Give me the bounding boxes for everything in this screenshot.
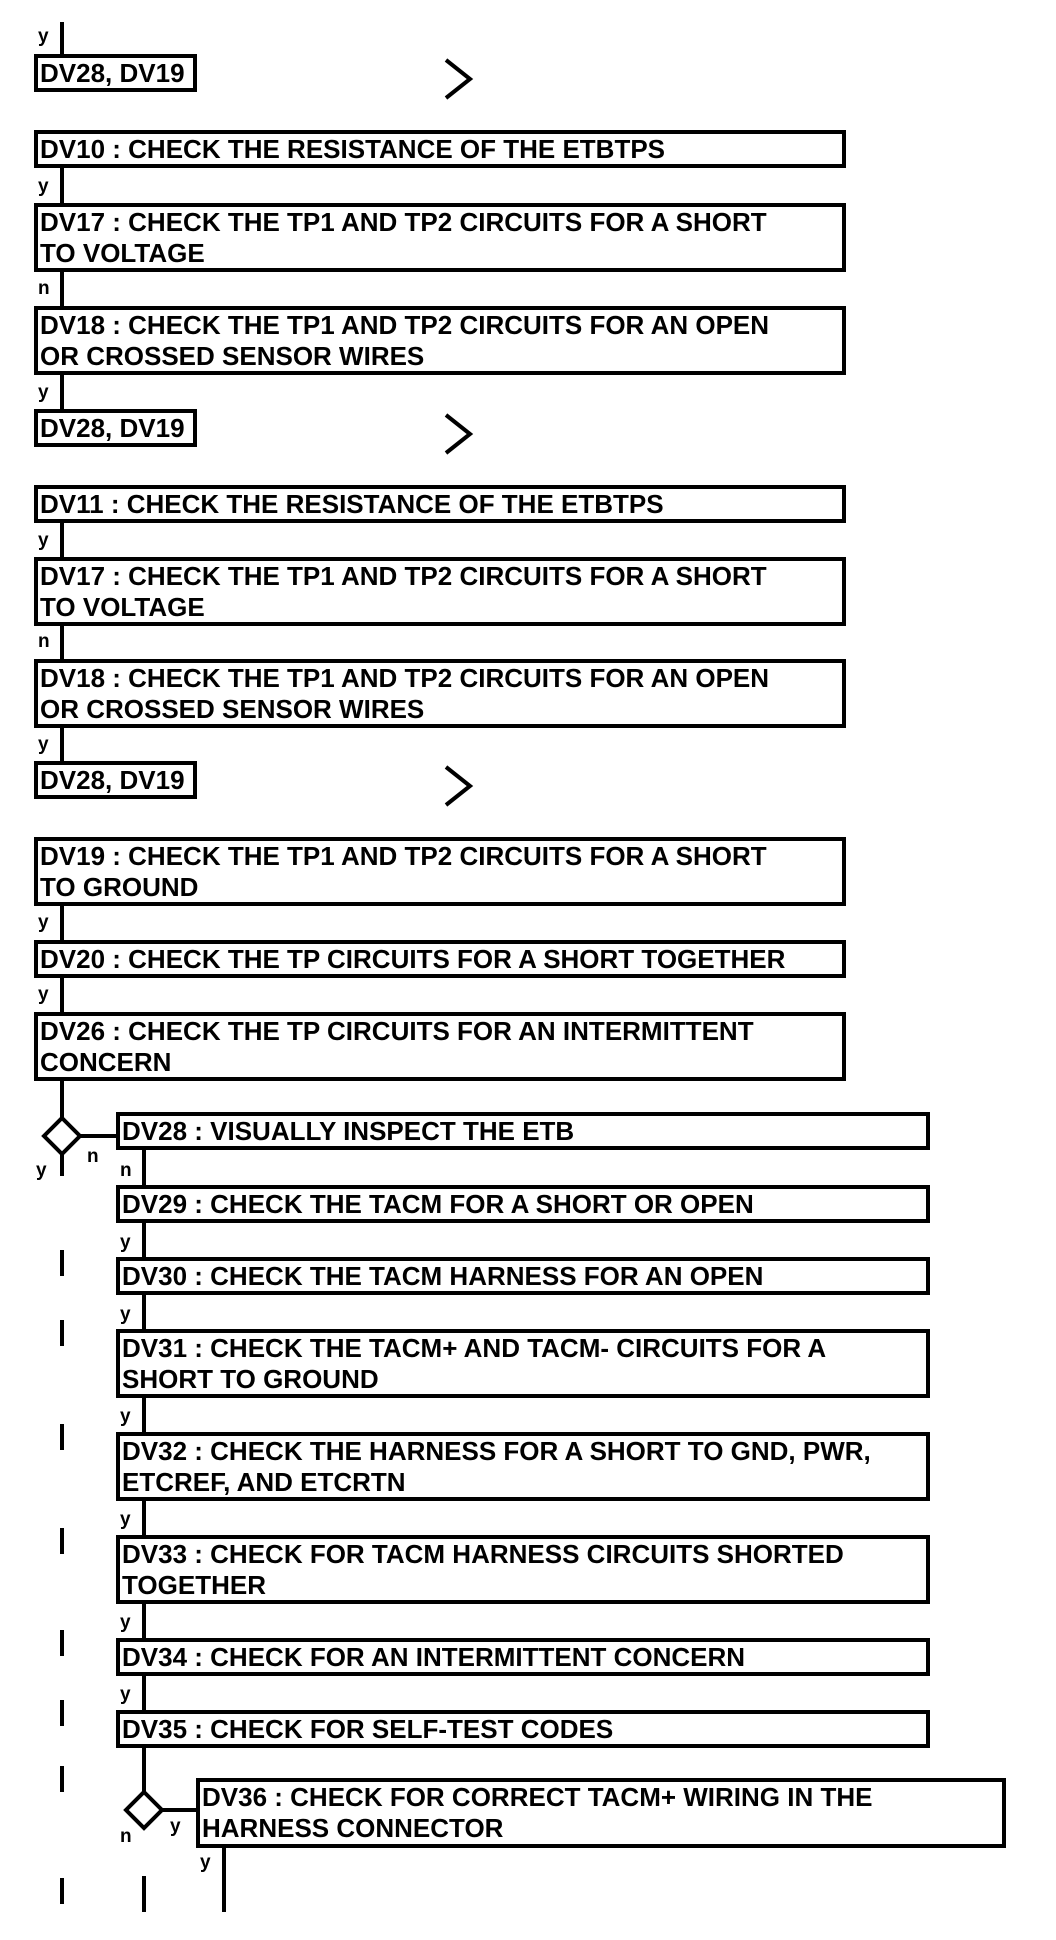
decision-diamond-d1 [41, 1115, 83, 1157]
branch-label-bottom: y [200, 1852, 211, 1873]
step-text-dv35: DV35 : CHECK FOR SELF-TEST CODES [122, 1714, 613, 1744]
chevron-icon [444, 58, 474, 100]
branch-label-dv20: y [38, 912, 49, 933]
step-box-dv32 [116, 1432, 930, 1501]
step-text-dv31: DV31 : CHECK THE TACM+ AND TACM- CIRCUIT… [122, 1333, 826, 1363]
reference-box-ref2 [34, 409, 197, 447]
step-text-dv17b: DV17 : CHECK THE TP1 AND TP2 CIRCUITS FO… [40, 561, 767, 591]
step-box-dv19 [34, 837, 846, 906]
branch-label-dv30: y [120, 1232, 131, 1253]
step-box-dv17a [34, 203, 846, 272]
step-box-dv28 [116, 1112, 930, 1150]
decision-d1-left-label: y [36, 1160, 47, 1181]
step-text-dv31-line2: SHORT TO GROUND [122, 1364, 379, 1394]
step-box-dv10 [34, 130, 846, 168]
decision-d2-left-label: n [120, 1826, 132, 1847]
branch-label-dv18b: n [38, 631, 50, 652]
step-text-dv28: DV28 : VISUALLY INSPECT THE ETB [122, 1116, 574, 1146]
step-box-dv17b [34, 557, 846, 626]
step-box-dv18a [34, 306, 846, 375]
step-text-dv33: DV33 : CHECK FOR TACM HARNESS CIRCUITS S… [122, 1539, 844, 1569]
step-box-dv36 [196, 1778, 1006, 1848]
decision-d1-right-label: n [87, 1146, 99, 1167]
step-text-dv10: DV10 : CHECK THE RESISTANCE OF THE ETBTP… [40, 134, 665, 164]
branch-label-dv17b: y [38, 530, 49, 551]
chevron-icon [444, 413, 474, 455]
branch-label-dv18a: n [38, 278, 50, 299]
branch-label-dv26: y [38, 984, 49, 1005]
step-text-dv26: DV26 : CHECK THE TP CIRCUITS FOR AN INTE… [40, 1016, 754, 1046]
step-box-dv34 [116, 1638, 930, 1676]
branch-label-ref2: y [38, 382, 49, 403]
step-text-dv19-line2: TO GROUND [40, 872, 198, 902]
reference-box-ref3 [34, 761, 197, 799]
step-text-dv18b-line2: OR CROSSED SENSOR WIRES [40, 694, 424, 724]
branch-label-dv31: y [120, 1304, 131, 1325]
reference-text-ref2: DV28, DV19 [40, 413, 185, 443]
step-text-dv36: DV36 : CHECK FOR CORRECT TACM+ WIRING IN… [202, 1782, 872, 1812]
step-text-dv17a: DV17 : CHECK THE TP1 AND TP2 CIRCUITS FO… [40, 207, 767, 237]
step-text-dv36-line2: HARNESS CONNECTOR [202, 1813, 504, 1843]
branch-label-dv34: y [120, 1612, 131, 1633]
step-text-dv33-line2: TOGETHER [122, 1570, 266, 1600]
step-box-dv20 [34, 940, 846, 978]
step-text-dv30: DV30 : CHECK THE TACM HARNESS FOR AN OPE… [122, 1261, 763, 1291]
reference-box-ref1 [34, 54, 197, 92]
step-text-dv32: DV32 : CHECK THE HARNESS FOR A SHORT TO … [122, 1436, 871, 1466]
step-text-dv29: DV29 : CHECK THE TACM FOR A SHORT OR OPE… [122, 1189, 754, 1219]
step-text-dv17b-line2: TO VOLTAGE [40, 592, 205, 622]
step-text-dv26-line2: CONCERN [40, 1047, 171, 1077]
branch-label-dv35: y [120, 1684, 131, 1705]
chevron-icon [444, 765, 474, 807]
step-box-dv35 [116, 1710, 930, 1748]
step-box-dv31 [116, 1329, 930, 1398]
reference-text-ref3: DV28, DV19 [40, 765, 185, 795]
branch-label-ref1: y [38, 26, 49, 47]
step-text-dv17a-line2: TO VOLTAGE [40, 238, 205, 268]
step-text-dv18a: DV18 : CHECK THE TP1 AND TP2 CIRCUITS FO… [40, 310, 769, 340]
branch-label-dv17a: y [38, 176, 49, 197]
step-text-dv11: DV11 : CHECK THE RESISTANCE OF THE ETBTP… [40, 489, 664, 519]
step-box-dv18b [34, 659, 846, 728]
step-box-dv26 [34, 1012, 846, 1081]
step-box-dv33 [116, 1535, 930, 1604]
decision-diamond-d2 [123, 1789, 165, 1831]
step-text-dv18a-line2: OR CROSSED SENSOR WIRES [40, 341, 424, 371]
step-text-dv32-line2: ETCREF, AND ETCRTN [122, 1467, 406, 1497]
branch-label-dv33: y [120, 1509, 131, 1530]
step-box-dv30 [116, 1257, 930, 1295]
decision-d2-right-label: y [170, 1816, 181, 1837]
branch-label-dv32: y [120, 1406, 131, 1427]
step-text-dv18b: DV18 : CHECK THE TP1 AND TP2 CIRCUITS FO… [40, 663, 769, 693]
branch-label-dv29: n [120, 1160, 132, 1181]
step-box-dv11 [34, 485, 846, 523]
branch-label-ref3: y [38, 734, 49, 755]
reference-text-ref1: DV28, DV19 [40, 58, 185, 88]
step-text-dv34: DV34 : CHECK FOR AN INTERMITTENT CONCERN [122, 1642, 745, 1672]
step-text-dv19: DV19 : CHECK THE TP1 AND TP2 CIRCUITS FO… [40, 841, 767, 871]
step-box-dv29 [116, 1185, 930, 1223]
step-text-dv20: DV20 : CHECK THE TP CIRCUITS FOR A SHORT… [40, 944, 786, 974]
